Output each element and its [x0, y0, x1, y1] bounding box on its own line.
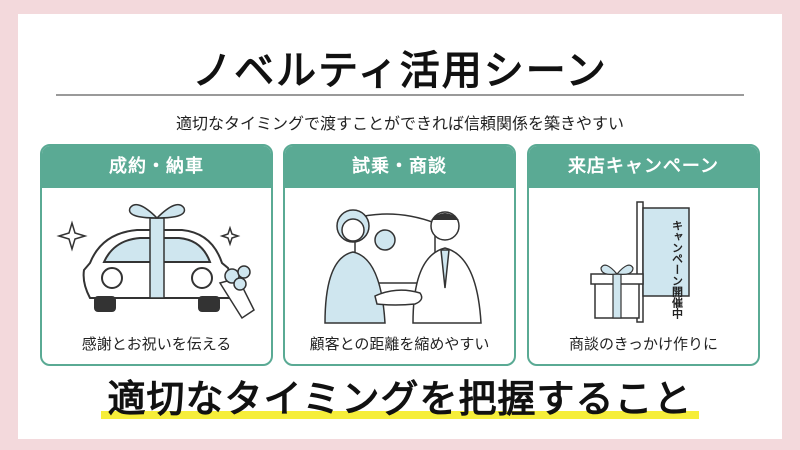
card-heading: 試乗・商談 — [285, 146, 514, 188]
page-title: ノベルティ活用シーン — [192, 48, 608, 94]
flag-text-left: キャンペーン開催中 — [671, 220, 684, 320]
card-heading: 成約・納車 — [42, 146, 271, 188]
scene-card-test-drive: 試乗・商談 顧客との距離を縮めやすい — [283, 144, 516, 366]
card-caption: 商談のきっかけ作りに — [569, 335, 718, 353]
card-caption: 顧客との距離を縮めやすい — [309, 335, 490, 353]
scene-card-contract: 成約・納車 — [40, 144, 273, 366]
scene-card-campaign: 来店キャンペーン キャンペーン開催中 商談のきっかけ作りに — [527, 144, 760, 366]
footer-message: 適切なタイミングを把握すること — [107, 377, 693, 421]
title-divider — [56, 94, 744, 96]
card-heading: 来店キャンペーン — [529, 146, 758, 188]
car-with-ribbon-icon — [42, 188, 271, 328]
card-caption: 感謝とお祝いを伝える — [81, 335, 232, 353]
subtitle: 適切なタイミングで渡すことができれば信頼関係を築きやすい — [175, 114, 624, 133]
campaign-flag-gift-icon: キャンペーン開催中 — [529, 188, 758, 328]
content-panel: ノベルティ活用シーン 適切なタイミングで渡すことができれば信頼関係を築きやすい … — [18, 14, 782, 439]
footer-banner: 適切なタイミングを把握すること — [18, 368, 782, 423]
handshake-icon — [285, 188, 514, 328]
